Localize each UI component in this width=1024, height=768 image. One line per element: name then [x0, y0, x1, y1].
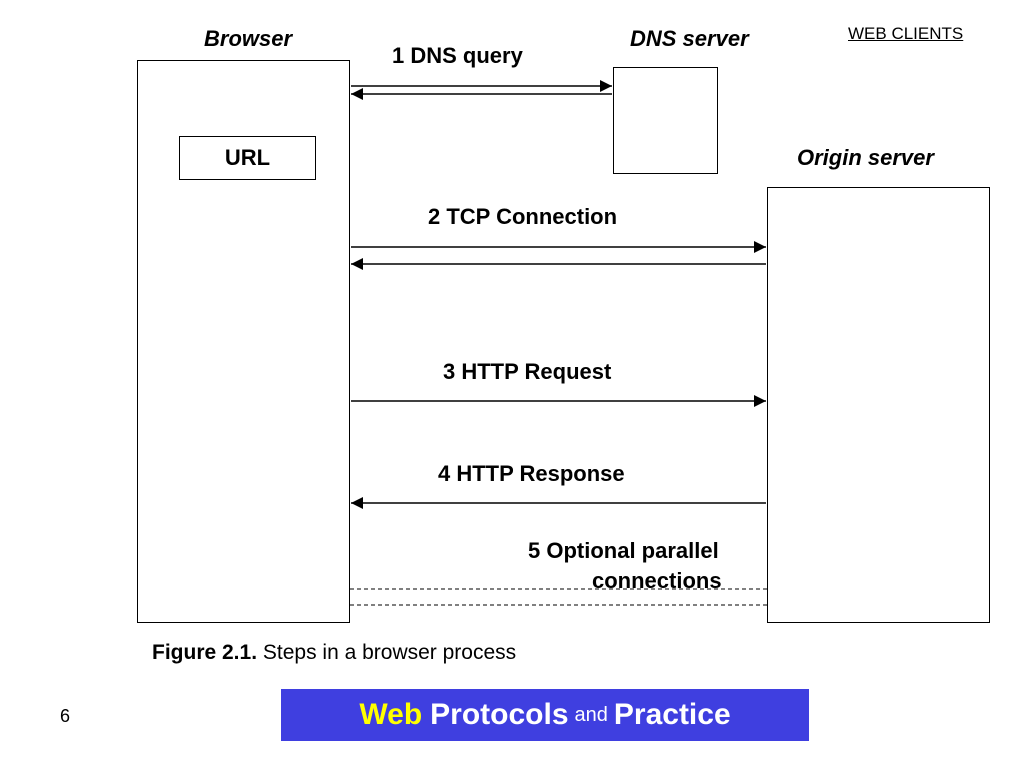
banner-and: and — [574, 703, 608, 726]
step-3-label: 3 HTTP Request — [443, 359, 612, 384]
figure-number: Figure 2.1. — [152, 641, 258, 664]
web-clients-link[interactable]: WEB CLIENTS — [848, 24, 964, 43]
origin-server-box — [767, 187, 990, 623]
browser-title: Browser — [204, 26, 293, 51]
banner-protocols: Protocols — [430, 698, 569, 731]
step-4-label: 4 HTTP Response — [438, 461, 625, 486]
browser-box — [137, 60, 350, 623]
course-banner: Web Protocols and Practice — [281, 689, 809, 741]
url-label: URL — [224, 145, 271, 170]
banner-web: Web — [359, 698, 423, 731]
figure-caption-text: Steps in a browser process — [262, 641, 517, 664]
url-box: URL — [179, 136, 316, 180]
dns-server-box — [613, 67, 718, 174]
step-5-label-line2: connections — [592, 568, 722, 593]
step-1-label: 1 DNS query — [392, 43, 523, 68]
dns-server-title: DNS server — [630, 26, 749, 51]
origin-server-title: Origin server — [797, 145, 934, 170]
page-number: 6 — [60, 706, 71, 726]
banner-practice: Practice — [613, 698, 731, 731]
step-5-label-line1: 5 Optional parallel — [528, 538, 719, 563]
step-2-label: 2 TCP Connection — [428, 204, 618, 229]
figure-caption: Figure 2.1. Steps in a browser process — [152, 641, 516, 665]
